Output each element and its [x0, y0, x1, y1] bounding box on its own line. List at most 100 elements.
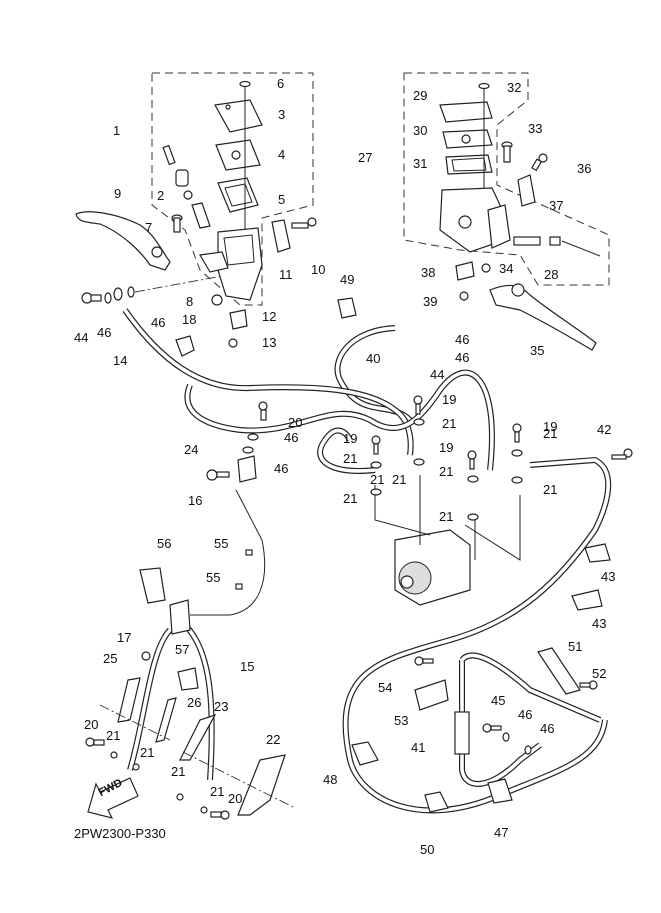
bolt-36: [531, 153, 548, 172]
callout-12: 12: [262, 309, 277, 324]
bolt-54: [414, 656, 434, 666]
clip-55a: [245, 549, 253, 556]
callout-8: 8: [186, 294, 194, 309]
callout-32: 32: [507, 80, 522, 95]
callout-33: 33: [528, 121, 543, 136]
callout-47: 47: [494, 825, 509, 840]
callout-40: 40: [366, 351, 381, 366]
callout-19a: 19: [343, 431, 358, 446]
callout-42: 42: [597, 422, 612, 437]
callout-46f: 46: [455, 350, 470, 365]
washer-46-mid2: [242, 446, 254, 454]
callout-46h: 46: [540, 721, 555, 736]
washer-21: [511, 449, 523, 457]
washer-21: [370, 461, 382, 469]
brake-lever-right: [489, 283, 597, 351]
callout-17: 17: [117, 630, 132, 645]
callout-24: 24: [184, 442, 199, 457]
bracket-25: [117, 677, 141, 723]
callout-23: 23: [214, 699, 229, 714]
banjo-bolt-19a: [371, 435, 381, 455]
banjo-bolt-19d: [512, 423, 522, 443]
callout-5: 5: [278, 192, 286, 207]
callout-21g: 21: [543, 426, 558, 441]
callout-13: 13: [262, 335, 277, 350]
brake-hose-14: [122, 308, 414, 456]
callout-21k: 21: [171, 764, 186, 779]
bracket-23: [179, 713, 217, 761]
bolt-20a: [85, 737, 105, 747]
master-cylinder-assembly-boundary-right: [403, 72, 610, 286]
callout-21e: 21: [439, 464, 454, 479]
callout-57: 57: [175, 642, 190, 657]
banjo-bolt-19c: [467, 450, 477, 470]
washer-21: [370, 488, 382, 496]
callout-19d: 19: [543, 419, 558, 434]
holder-left: [271, 219, 291, 253]
callout-20b: 20: [84, 717, 99, 732]
clamp-50: [424, 791, 449, 813]
abs-hydraulic-unit: [394, 529, 471, 606]
callout-35: 35: [530, 343, 545, 358]
holder-37: [517, 174, 536, 207]
callout-20c: 20: [228, 791, 243, 806]
callout-21b: 21: [343, 491, 358, 506]
callout-22: 22: [266, 732, 281, 747]
screw-32: [478, 82, 490, 90]
nut-8: [211, 294, 223, 306]
screw-13: [228, 338, 238, 348]
cap-plate-left: [215, 139, 261, 171]
callout-3: 3: [278, 107, 286, 122]
bolt-20b: [210, 810, 230, 820]
callout-56: 56: [157, 536, 172, 551]
screw-39: [459, 291, 469, 301]
callout-19c: 19: [439, 440, 454, 455]
washer-21: [110, 751, 118, 759]
callout-46g: 46: [518, 707, 533, 722]
joint-block: [237, 455, 257, 483]
callout-49: 49: [340, 272, 355, 287]
callout-21l: 21: [210, 784, 225, 799]
callout-28: 28: [544, 267, 559, 282]
callout-41: 41: [411, 740, 426, 755]
brake-hose-42: [342, 456, 612, 814]
callout-50: 50: [420, 842, 435, 857]
washer-21: [467, 475, 479, 483]
callout-18: 18: [182, 312, 197, 327]
cap-plate-right: [442, 129, 493, 149]
brake-hose-24: [184, 369, 495, 471]
nut-34: [481, 263, 491, 273]
callout-45: 45: [491, 693, 506, 708]
callout-46b: 46: [151, 315, 166, 330]
callout-53: 53: [394, 713, 409, 728]
clamp-49: [337, 297, 357, 319]
washer-21: [200, 806, 208, 814]
callout-54: 54: [378, 680, 393, 695]
callout-21d: 21: [442, 416, 457, 431]
bolt-42: [611, 448, 633, 460]
callout-16: 16: [188, 493, 203, 508]
bracket-22: [237, 754, 286, 816]
banjo-bolt-19b: [413, 395, 423, 415]
washer-46-mid: [247, 433, 259, 441]
callout-44a: 44: [74, 330, 89, 345]
callout-6: 6: [277, 76, 285, 91]
bolt-16: [206, 469, 230, 481]
diaphragm-right: [445, 154, 493, 175]
clamp-18: [175, 335, 195, 357]
diaphragm-left: [217, 177, 259, 213]
callout-26: 26: [187, 695, 202, 710]
callout-43a: 43: [601, 569, 616, 584]
brake-hose-41: [454, 652, 602, 787]
piston-kit-28: [513, 236, 601, 257]
clip-55b: [235, 583, 243, 590]
callout-21f: 21: [439, 509, 454, 524]
callout-21i: 21: [106, 728, 121, 743]
callout-1: 1: [113, 123, 121, 138]
hose-fitting-left: [113, 287, 123, 301]
clamp-57: [177, 667, 199, 691]
callout-51: 51: [568, 639, 583, 654]
washer-46-lr2: [524, 745, 532, 755]
callout-52: 52: [592, 666, 607, 681]
